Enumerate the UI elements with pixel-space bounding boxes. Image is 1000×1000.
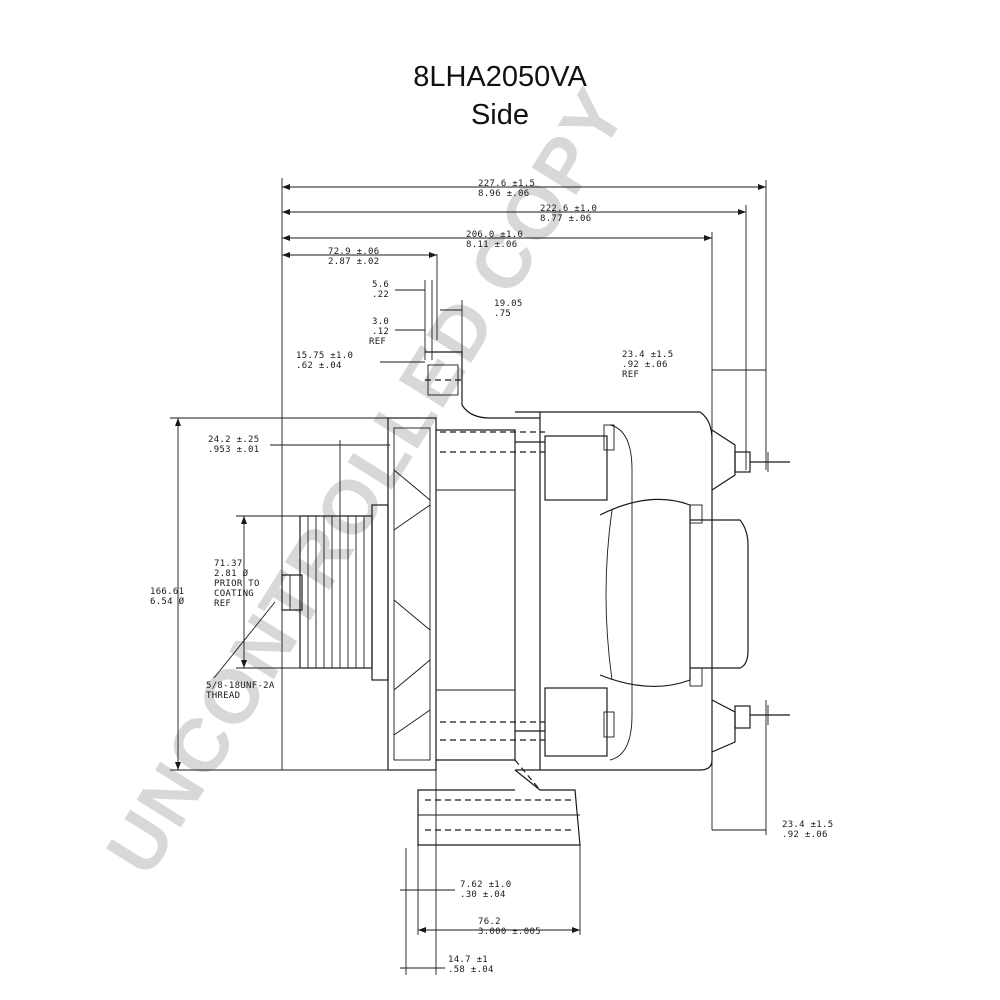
dim-1905-in: .75 xyxy=(494,309,511,319)
pulley-dia-l2: 2.81 Ø xyxy=(214,568,249,579)
dim-overall-b-in: 8.77 ±.06 xyxy=(540,214,591,224)
dim-30-ref: REF xyxy=(369,337,386,347)
model-number: 8LHA2050VA xyxy=(413,61,587,93)
dim-front-len-mm: 72.9 ±.06 xyxy=(328,247,379,257)
dim-1575-mm: 15.75 ±1.0 xyxy=(296,351,353,361)
dim-234-top-in: .92 ±.06 xyxy=(622,360,668,370)
dim-1575-in: .62 ±.04 xyxy=(296,361,342,371)
dim-56-in: .22 xyxy=(372,290,389,300)
dim-1905-mm: 19.05 xyxy=(494,299,523,309)
dim-30-in: .12 xyxy=(372,327,389,337)
dim-242-in: .953 ±.01 xyxy=(208,445,259,455)
dim-762-mm: 7.62 ±1.0 xyxy=(460,880,511,890)
dim-56-mm: 5.6 xyxy=(372,280,389,290)
dim-overall-c-mm: 206.0 ±1.0 xyxy=(466,230,523,240)
dim-147-in: .58 ±.04 xyxy=(448,965,494,975)
pulley-dia-l5: REF xyxy=(214,599,231,609)
dim-234-bottom-in: .92 ±.06 xyxy=(782,830,828,840)
watermark-text: UNCONTROLLED COPY xyxy=(90,74,643,889)
body-dia-mm: 166.61 xyxy=(150,587,184,597)
dim-234-bottom-mm: 23.4 ±1.5 xyxy=(782,820,833,830)
dim-762b-mm: 76.2 xyxy=(478,917,501,927)
dim-overall-a-mm: 227.6 ±1.5 xyxy=(478,179,535,189)
dim-242-mm: 24.2 ±.25 xyxy=(208,435,259,445)
dim-762-in: .30 ±.04 xyxy=(460,890,506,900)
dim-overall-b-mm: 222.6 ±1.0 xyxy=(540,204,597,214)
pulley-dia-l4: COATING xyxy=(214,589,254,599)
thread-l1: 5/8-18UNF-2A xyxy=(206,681,275,691)
thread-l2: THREAD xyxy=(206,691,240,701)
dim-234-top-ref: REF xyxy=(622,370,639,380)
dim-overall-c-in: 8.11 ±.06 xyxy=(466,240,517,250)
dim-30-mm: 3.0 xyxy=(372,317,389,327)
dim-front-len-in: 2.87 ±.02 xyxy=(328,257,379,267)
dim-overall-a-in: 8.96 ±.06 xyxy=(478,189,529,199)
body-dia-in: 6.54 Ø xyxy=(150,596,185,607)
dim-762b-in: 3.000 ±.005 xyxy=(478,927,541,937)
dim-147-mm: 14.7 ±1 xyxy=(448,955,488,965)
pulley-dia-l3: PRIOR TO xyxy=(214,579,260,589)
bottom-dimension-lines xyxy=(400,700,767,975)
dim-234-top-mm: 23.4 ±1.5 xyxy=(622,350,673,360)
view-label: Side xyxy=(470,99,530,131)
alternator-body xyxy=(281,351,790,846)
left-dimension-lines xyxy=(170,417,390,771)
title-block: 8LHA2050VA Side xyxy=(0,58,1000,134)
pulley-dia-l1: 71.37 xyxy=(214,559,243,569)
